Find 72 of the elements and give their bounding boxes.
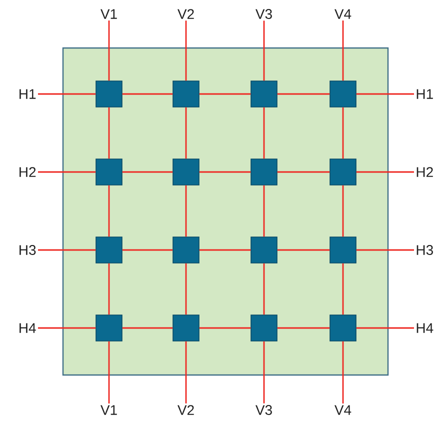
junction-square [250,80,278,108]
wire-line [185,107,187,159]
wire-line [277,93,330,95]
wire-line [38,327,96,329]
wire-line [199,171,251,173]
wire-line [185,185,187,237]
grid-label: H2 [416,167,433,177]
wire-line [108,107,110,159]
wire-line [342,20,344,81]
grid-label: H2 [20,167,36,177]
wire-line [108,263,110,315]
wire-line [356,249,414,251]
wire-line [277,171,330,173]
junction-square [172,236,200,264]
wire-line [199,249,251,251]
wire-line [38,171,96,173]
grid-label: H1 [416,89,433,99]
wire-line [342,185,344,237]
wire-line [122,327,173,329]
grid-label: H1 [20,89,36,99]
junction-square [330,314,356,342]
junction-square [172,158,200,186]
grid-label: V3 [256,9,272,19]
junction-square [96,314,122,342]
wire-line [263,20,265,81]
wire-line [342,263,344,315]
grid-label: H3 [20,245,36,255]
junction-square [250,236,278,264]
grid-label: H3 [416,245,433,255]
grid-label: V4 [334,9,352,19]
wire-line [38,249,96,251]
wire-line [263,185,265,237]
grid-label: V3 [256,405,272,415]
junction-square [96,236,122,264]
wire-line [199,93,251,95]
junction-square [330,80,356,108]
wire-line [263,263,265,315]
wire-line [38,93,96,95]
wire-line [277,249,330,251]
junction-square [96,158,122,186]
junction-square [250,158,278,186]
junction-square [96,80,122,108]
grid-label: V2 [178,9,194,19]
wire-line [263,107,265,159]
wire-line [185,341,187,404]
wire-line [122,249,173,251]
wire-line [277,327,330,329]
junction-square [172,80,200,108]
wire-line [108,185,110,237]
junction-square [330,236,356,264]
wire-line [122,93,173,95]
wire-line [342,107,344,159]
grid-label: V1 [100,9,117,19]
wire-line [199,327,251,329]
wire-line [356,93,414,95]
wire-line [185,263,187,315]
junction-square [172,314,200,342]
wire-line [108,20,110,81]
grid-label: V2 [178,405,194,415]
junction-square [250,314,278,342]
wire-line [122,171,173,173]
junction-square [330,158,356,186]
wire-line [263,341,265,404]
wire-line [356,327,414,329]
grid-label: V4 [334,405,352,415]
grid-label: H4 [416,323,434,333]
wire-line [356,171,414,173]
grid-label: H4 [20,323,36,333]
wire-line [108,341,110,404]
wire-line [342,341,344,404]
wire-line [185,20,187,81]
grid-label: V1 [100,405,117,415]
